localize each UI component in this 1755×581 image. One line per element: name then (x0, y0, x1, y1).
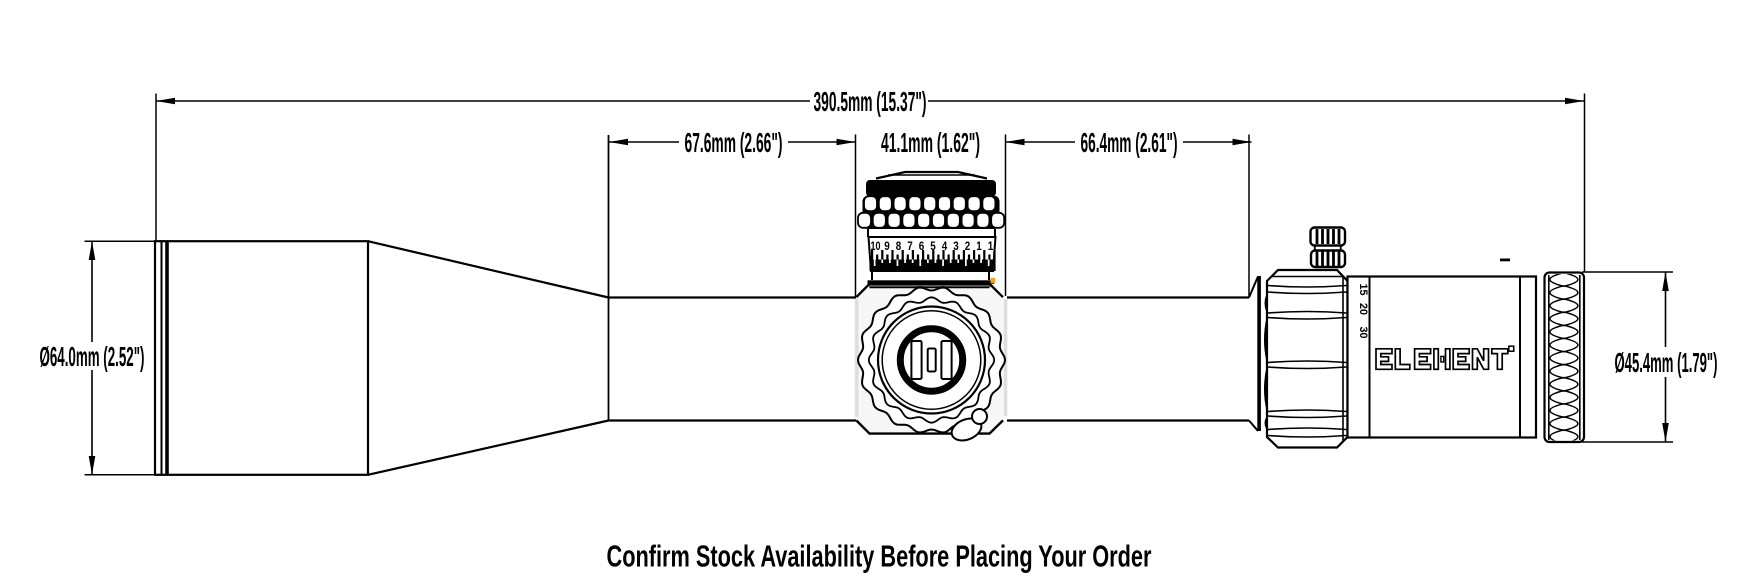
svg-text:9: 9 (884, 239, 890, 253)
svg-text:8: 8 (896, 239, 902, 253)
svg-text:1: 1 (988, 239, 994, 253)
svg-text:7: 7 (907, 239, 913, 253)
svg-text:41.1mm (1.62"): 41.1mm (1.62") (881, 127, 980, 158)
svg-text:390.5mm (15.37"): 390.5mm (15.37") (814, 86, 927, 117)
svg-text:Confirm Stock Availability Bef: Confirm Stock Availability Before Placin… (607, 540, 1152, 574)
svg-text:20: 20 (1357, 303, 1369, 315)
svg-text:15: 15 (1357, 284, 1369, 296)
svg-text:4: 4 (942, 239, 948, 253)
svg-text:6: 6 (919, 239, 925, 253)
svg-text:67.6mm (2.66"): 67.6mm (2.66") (685, 127, 783, 158)
svg-text:3: 3 (953, 239, 959, 253)
svg-text:Ø45.4mm (1.79"): Ø45.4mm (1.79") (1615, 347, 1718, 378)
svg-text:66.4mm (2.61"): 66.4mm (2.61") (1081, 127, 1178, 158)
svg-text:Ø64.0mm (2.52"): Ø64.0mm (2.52") (40, 341, 145, 372)
svg-text:5: 5 (930, 239, 936, 253)
svg-text:1: 1 (976, 239, 982, 253)
svg-text:10: 10 (871, 239, 881, 253)
svg-text:30: 30 (1357, 327, 1369, 339)
svg-text:2: 2 (965, 239, 971, 253)
